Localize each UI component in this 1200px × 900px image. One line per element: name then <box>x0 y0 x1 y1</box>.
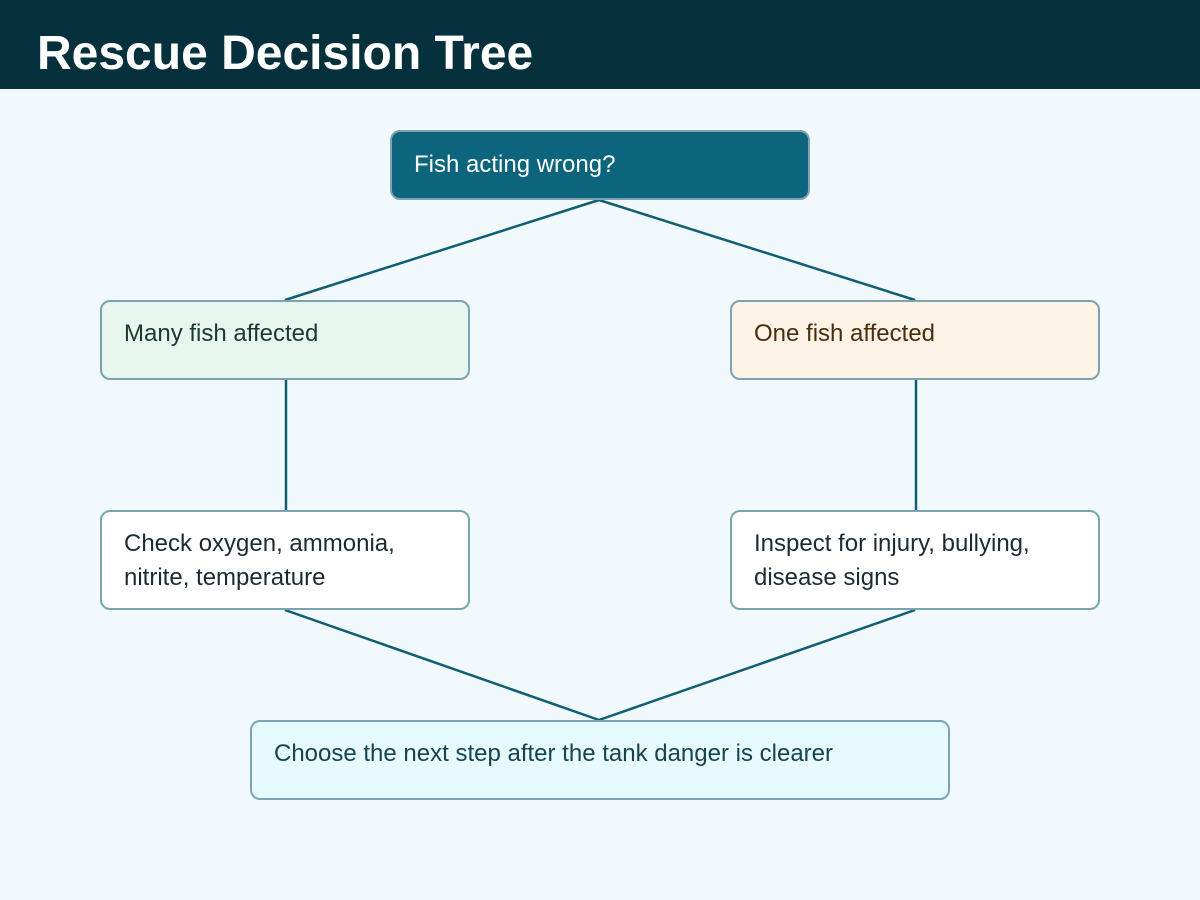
header-bar: Rescue Decision Tree <box>0 0 1200 89</box>
node-inspect-line-2: disease signs <box>754 564 900 591</box>
node-root-label: Fish acting wrong? <box>414 151 616 178</box>
node-check-line-2: nitrite, temperature <box>124 564 326 591</box>
page-title: Rescue Decision Tree <box>37 27 534 80</box>
connector-root-to-one <box>598 198 916 302</box>
connector-root-to-many <box>284 198 600 302</box>
node-many-fish-affected: Many fish affected <box>100 300 470 380</box>
node-fish-acting-wrong: Fish acting wrong? <box>390 130 810 200</box>
node-many-label: Many fish affected <box>124 320 319 347</box>
connector-inspect-to-next <box>598 608 916 722</box>
node-one-label: One fish affected <box>754 320 936 347</box>
node-one-fish-affected: One fish affected <box>730 300 1100 380</box>
node-check-water: Check oxygen, ammonia, nitrite, temperat… <box>100 510 470 610</box>
node-check-line-1: Check oxygen, ammonia, <box>124 530 395 557</box>
node-inspect-line-1: Inspect for injury, bullying, <box>754 530 1030 557</box>
connector-check-to-next <box>284 608 600 722</box>
node-next-label: Choose the next step after the tank dang… <box>274 740 833 767</box>
node-inspect-fish: Inspect for injury, bullying, disease si… <box>730 510 1100 610</box>
node-next-step: Choose the next step after the tank dang… <box>250 720 950 800</box>
